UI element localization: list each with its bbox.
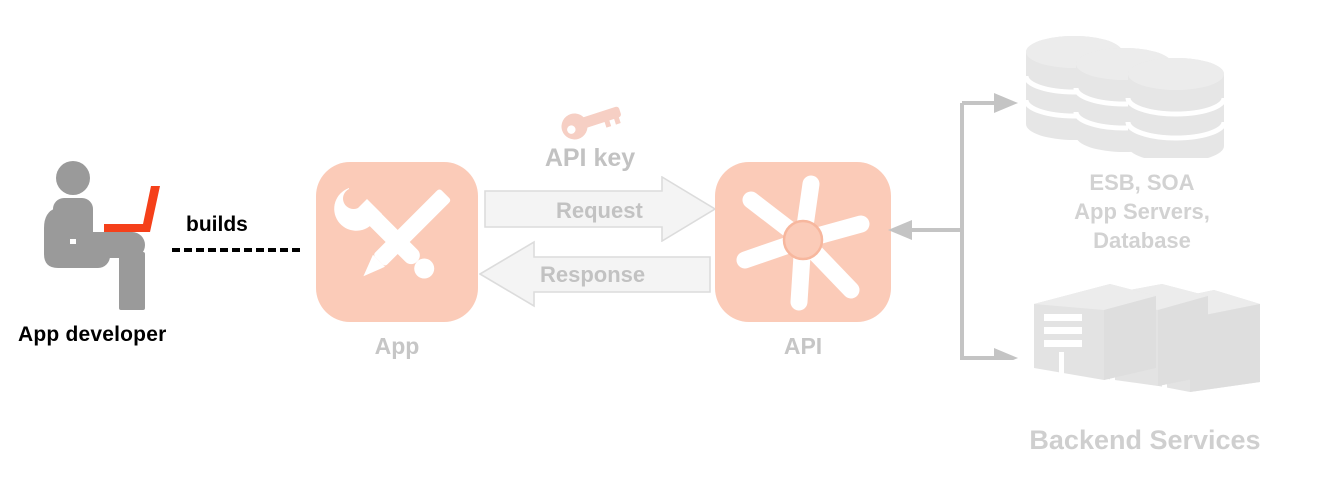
api-star-hub-icon xyxy=(736,175,870,311)
database-stack-svg xyxy=(1022,30,1260,158)
app-label: App xyxy=(374,333,420,359)
esb-line-1: ESB, SOA xyxy=(1089,170,1195,195)
api-key-label: API key xyxy=(544,144,636,172)
arrowhead-to-api xyxy=(888,220,912,240)
request-label: Request xyxy=(556,198,643,223)
key-icon xyxy=(556,96,626,142)
esb-line-2: App Servers, xyxy=(1074,199,1210,224)
backend-connector-lines xyxy=(886,90,1020,368)
app-tile[interactable] xyxy=(316,162,478,322)
request-arrow xyxy=(484,175,717,243)
response-label: Response xyxy=(540,262,646,287)
arrowhead-to-servers xyxy=(994,348,1018,368)
key-icon-glyph xyxy=(561,106,621,140)
server-racks-svg xyxy=(1034,284,1260,392)
api-label: API xyxy=(783,333,823,359)
builds-dashed-line xyxy=(172,248,300,252)
builds-label: builds xyxy=(186,213,248,236)
backend-connector-svg xyxy=(888,93,1018,368)
api-tile[interactable] xyxy=(715,162,891,322)
esb-soa-label: ESB, SOA App Servers, Database xyxy=(1020,168,1264,255)
app-developer-icon xyxy=(40,160,210,310)
wrench-and-pencil-icon xyxy=(334,188,451,279)
response-arrow xyxy=(478,240,711,308)
seated-developer-with-laptop-icon xyxy=(44,161,160,310)
app-developer-label: App developer xyxy=(18,323,167,346)
arrowhead-to-database xyxy=(994,93,1018,113)
esb-line-3: Database xyxy=(1093,228,1191,253)
database-stack-icon xyxy=(1022,30,1260,158)
server-racks-icon xyxy=(1028,282,1260,394)
backend-services-label: Backend Services xyxy=(1029,425,1261,455)
request-arrow-shape xyxy=(484,175,717,243)
response-arrow-shape xyxy=(478,240,711,308)
